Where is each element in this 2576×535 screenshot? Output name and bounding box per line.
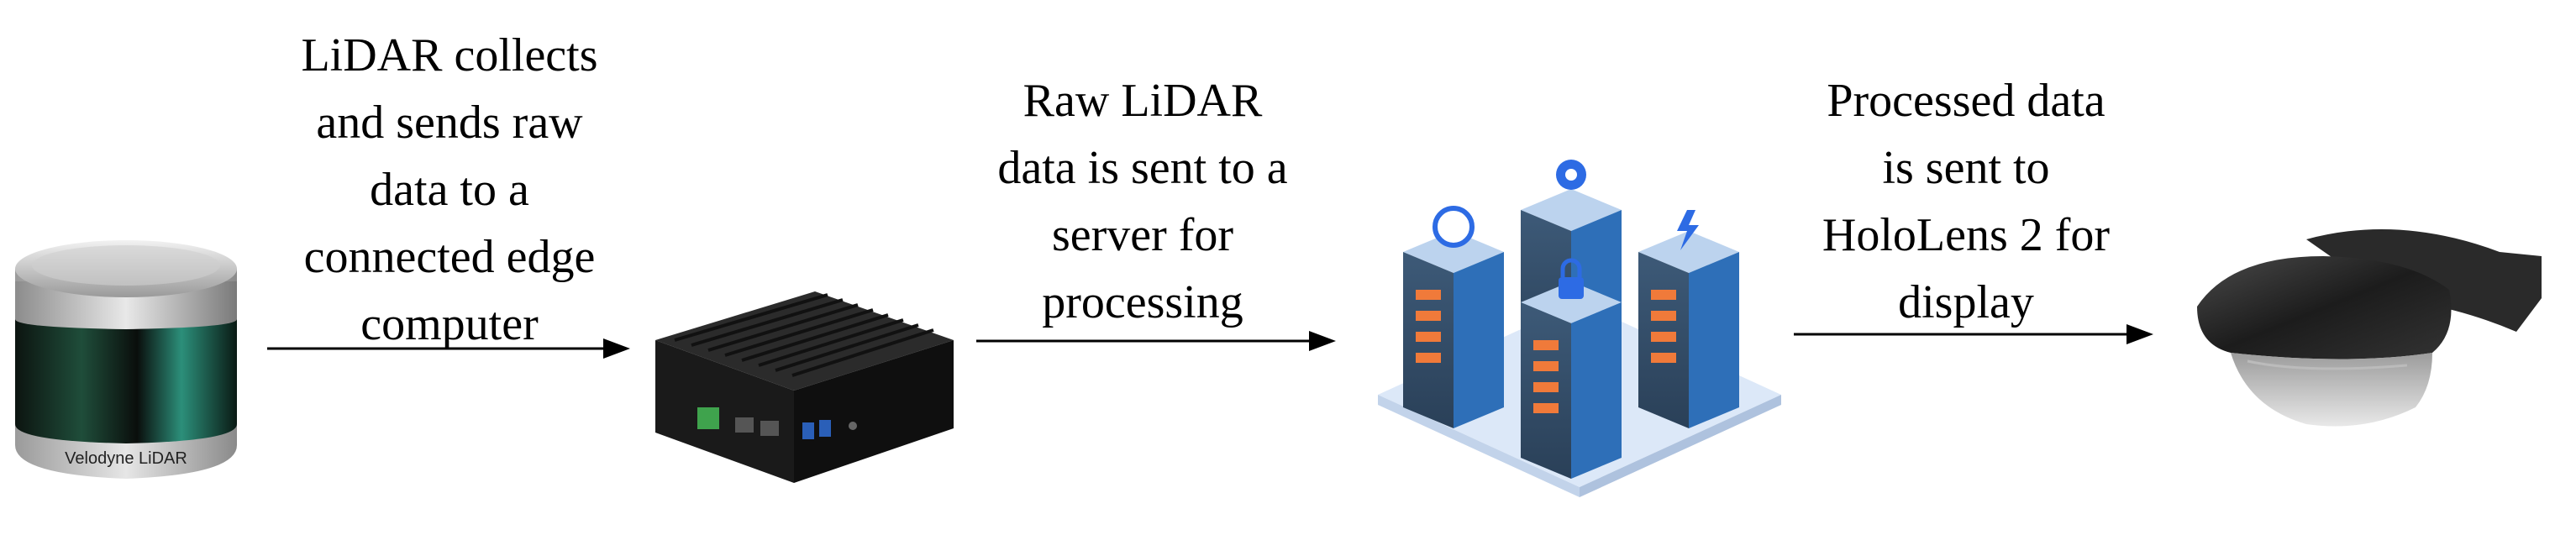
caption-line: display [1898, 276, 2034, 328]
step-caption-lidar: LiDAR collects and sends raw data to a c… [265, 22, 634, 358]
server-tower [1403, 231, 1504, 428]
caption-line: and sends raw [316, 97, 583, 149]
caption-line: Raw LiDAR [1023, 75, 1263, 127]
arrow-server-to-hololens [1794, 324, 2153, 344]
step-caption-edge: Raw LiDAR data is sent to a server for p… [966, 67, 1319, 336]
caption-line: server for [1051, 209, 1234, 261]
arrow-lidar-to-edge [267, 338, 630, 359]
sync-icon [1433, 206, 1475, 248]
hololens-headset-icon [2197, 229, 2542, 427]
lidar-brand-label: Velodyne LiDAR [65, 449, 187, 468]
edge-computer-icon [655, 291, 954, 483]
lidar-sensor-icon: Velodyne LiDAR [15, 240, 237, 479]
caption-line: computer [360, 298, 539, 350]
caption-line: is sent to [1882, 142, 2050, 194]
lock-icon [1559, 277, 1584, 299]
caption-line: HoloLens 2 for [1822, 209, 2111, 261]
server-cluster-icon [1378, 160, 1781, 497]
step-caption-server: Processed data is sent to HoloLens 2 for… [1790, 67, 2142, 336]
server-tower [1638, 231, 1739, 428]
caption-line: data is sent to a [997, 142, 1288, 194]
caption-line: processing [1042, 276, 1243, 328]
arrow-edge-to-server [976, 331, 1336, 351]
lightning-icon [1677, 210, 1699, 250]
server-tower [1521, 281, 1622, 479]
caption-line: LiDAR collects [301, 29, 598, 81]
caption-line: connected edge [303, 231, 596, 283]
caption-line: Processed data [1827, 75, 2105, 127]
caption-line: data to a [370, 164, 529, 216]
